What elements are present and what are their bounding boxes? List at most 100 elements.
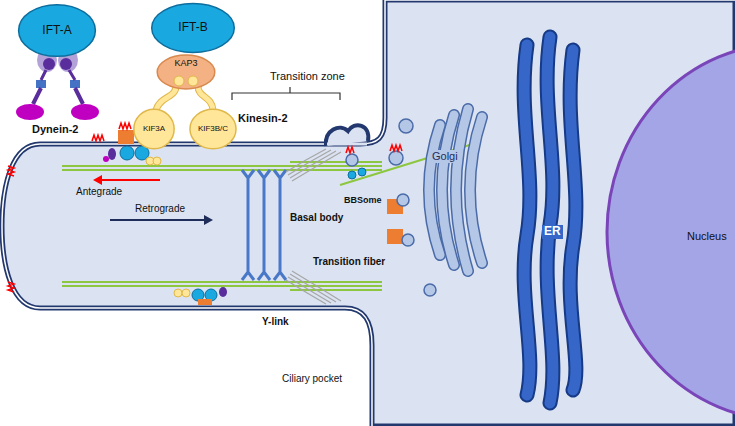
kinesin-2-tail [198, 86, 213, 110]
ift-train-antegrade [108, 148, 116, 160]
dynein-2-figure [16, 104, 44, 120]
ift-train-antegrade [118, 130, 134, 144]
transition-zone-bracket [232, 87, 340, 100]
ift-train-retrograde [182, 289, 190, 297]
node-label: KIF3A [143, 124, 165, 133]
y-link [242, 170, 254, 280]
ift-a-complex: IFT-A [17, 3, 97, 58]
endoplasmic-reticulum: ER [515, 35, 585, 405]
part-label: Antegrade [76, 186, 122, 198]
kinesin-2-tail [156, 86, 176, 110]
vesicle [397, 194, 409, 206]
kap3-subunit-part [174, 76, 184, 86]
part-label: Basal body [290, 212, 343, 224]
membrane-receptor [346, 147, 354, 153]
vesicle [402, 234, 414, 246]
vesicle [399, 119, 413, 133]
endoplasmic-reticulum-shape [515, 35, 585, 405]
kif3bc-motor-outline [190, 109, 236, 148]
part-label: Y-link [262, 316, 289, 328]
kap3-subunit: KAP3 [156, 54, 216, 90]
microtubule [62, 281, 382, 283]
part-label: BBSome [344, 195, 382, 205]
node-label: IFT-B [178, 21, 207, 35]
node-label: Golgi [430, 150, 460, 163]
kinesin-2-tail [156, 86, 176, 110]
golgi-apparatus-part [470, 117, 482, 263]
endoplasmic-reticulum-part [570, 50, 576, 390]
vesicle [389, 151, 403, 165]
node-label: ER [542, 225, 563, 239]
nucleus-outline [607, 44, 735, 420]
ift-train-retrograde [198, 299, 212, 305]
transition-fiber [286, 149, 341, 304]
basal-ift-complex [358, 168, 366, 176]
kif3a-motor: KIF3A [133, 108, 175, 150]
node-label: KIF3B/C [198, 124, 228, 133]
ift-train-antegrade [119, 123, 131, 129]
endoplasmic-reticulum-part [547, 37, 553, 403]
cell-membrane [327, 143, 367, 146]
part-label: Transition zone [270, 70, 345, 83]
golgi-apparatus-part [429, 109, 482, 271]
vesicle [346, 119, 448, 296]
golgi-apparatus-shape [418, 105, 498, 275]
endoplasmic-reticulum-part [570, 50, 576, 390]
kinesin-2-tail [198, 86, 213, 110]
antegrade-arrow [93, 175, 160, 185]
ift-b-complex: IFT-B [150, 2, 236, 54]
membrane-receptor [390, 145, 402, 151]
y-link [242, 170, 286, 280]
transition-fiber [292, 271, 341, 301]
y-link [274, 170, 286, 280]
antegrade-arrow [93, 175, 102, 185]
transition-fiber [292, 152, 341, 181]
ift-train-antegrade [153, 157, 161, 165]
golgi-apparatus-part [470, 117, 482, 263]
ift-train-antegrade [120, 146, 134, 160]
cell-membrane [326, 125, 369, 146]
endoplasmic-reticulum-part [524, 45, 530, 395]
dynein-2-figure [43, 58, 55, 70]
ift-train-retrograde [219, 287, 227, 297]
node-label: IFT-A [42, 24, 71, 38]
membrane-receptor [8, 131, 447, 292]
dynein-2-figure [70, 80, 80, 88]
vesicle [424, 284, 436, 296]
node-label: KAP3 [174, 58, 197, 68]
transition-zone-bracket [232, 87, 340, 100]
golgi-apparatus-outline [429, 109, 482, 271]
membrane-receptor [92, 135, 104, 141]
ift-train-antegrade [103, 156, 109, 162]
ift-b-complex-outline [152, 4, 235, 53]
membrane-receptor [8, 166, 14, 176]
transition-fiber [290, 274, 336, 302]
kif3bc-motor: KIF3B/C [189, 108, 237, 150]
kap3-subunit-part [188, 76, 198, 86]
retrograde-arrow [110, 219, 206, 221]
microtubule [62, 165, 382, 167]
antegrade-arrow [100, 179, 160, 181]
membrane-receptor [8, 282, 14, 292]
vesicle [346, 154, 358, 166]
microtubule [62, 143, 476, 290]
basal-ift-complex [348, 168, 366, 179]
part-label: Kinesin-2 [238, 112, 288, 125]
microtubule [62, 169, 382, 171]
transition-fiber [290, 151, 336, 178]
part-label: Dynein-2 [32, 123, 78, 136]
y-link [258, 170, 270, 280]
bbsome [387, 229, 403, 244]
dynein-2-figure [36, 80, 46, 88]
ift-train-retrograde [174, 287, 227, 305]
endoplasmic-reticulum-part [524, 45, 530, 395]
ift-a-complex-outline [19, 5, 96, 57]
golgi-apparatus: Golgi [418, 105, 498, 275]
transition-fiber [288, 150, 331, 175]
part-label: Transition fiber [313, 256, 385, 268]
kap3-subunit-detail [174, 76, 198, 86]
dynein-2-figure [71, 104, 99, 120]
endoplasmic-reticulum-part [524, 37, 576, 403]
node-label: Nucleus [687, 230, 727, 243]
